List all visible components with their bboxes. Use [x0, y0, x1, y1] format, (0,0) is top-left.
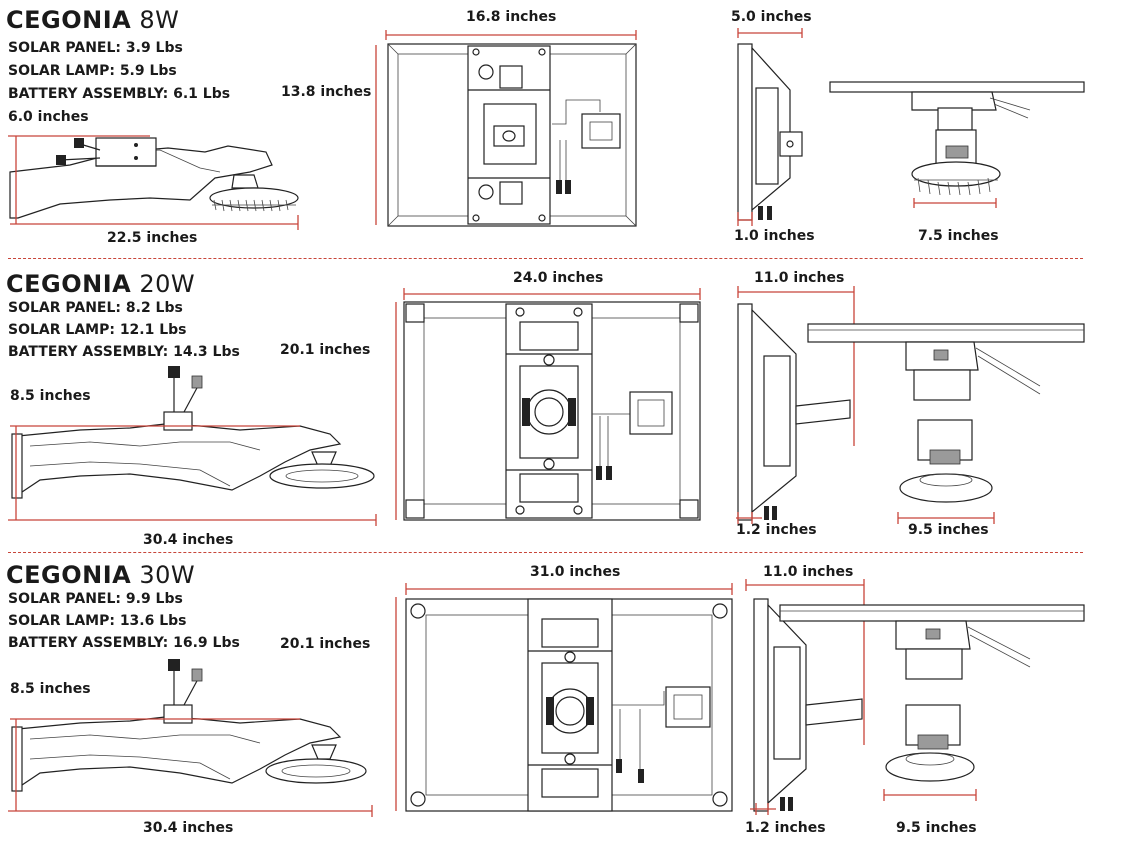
model-section-30w: CEGONIA 30W SOLAR PANEL: 9.9 Lbs SOLAR L… [0, 559, 1127, 849]
panel-width-label: 31.0 inches [530, 564, 621, 580]
lamp-length-label: 22.5 inches [107, 230, 198, 246]
spec-solar-lamp: SOLAR LAMP: 5.9 Lbs [8, 63, 177, 79]
head-width-label: 9.5 inches [908, 522, 989, 538]
lamp-side-view [8, 659, 373, 817]
lamp-side-view [8, 135, 299, 230]
lamp-height-label: 8.5 inches [10, 388, 91, 404]
spec-battery-assembly: BATTERY ASSEMBLY: 14.3 Lbs [8, 344, 240, 360]
side-thickness-label: 1.2 inches [745, 820, 826, 836]
panel-width-label: 16.8 inches [466, 9, 557, 25]
model-title: CEGONIA 20W [6, 270, 195, 298]
panel-height-label: 13.8 inches [281, 84, 372, 100]
brand-name: CEGONIA [6, 561, 132, 589]
lamp-head-view [829, 81, 1085, 208]
panel-front-view [375, 30, 637, 227]
side-thickness-label: 1.0 inches [734, 228, 815, 244]
head-width-label: 9.5 inches [896, 820, 977, 836]
panel-side-view [745, 579, 1085, 815]
panel-side-view [736, 286, 1085, 524]
technical-drawings-30w [8, 579, 1085, 817]
lamp-side-view [8, 366, 377, 526]
side-depth-label: 5.0 inches [731, 9, 812, 25]
panel-height-label: 20.1 inches [280, 636, 371, 652]
technical-drawings-20w [8, 286, 1085, 526]
lamp-height-label: 6.0 inches [8, 109, 89, 125]
spec-solar-panel: SOLAR PANEL: 9.9 Lbs [8, 591, 183, 607]
spec-solar-lamp: SOLAR LAMP: 13.6 Lbs [8, 613, 187, 629]
brand-name: CEGONIA [6, 6, 132, 34]
technical-drawings-8w [8, 28, 1085, 230]
lamp-head-view [897, 341, 1041, 524]
panel-width-label: 24.0 inches [513, 270, 604, 286]
panel-front-view [395, 288, 701, 521]
panel-front-view [395, 583, 733, 812]
wattage: 8W [139, 6, 180, 34]
head-width-label: 7.5 inches [918, 228, 999, 244]
brand-name: CEGONIA [6, 270, 132, 298]
spec-battery-assembly: BATTERY ASSEMBLY: 16.9 Lbs [8, 635, 240, 651]
section-divider [8, 258, 1083, 259]
spec-solar-lamp: SOLAR LAMP: 12.1 Lbs [8, 322, 187, 338]
model-section-8w: CEGONIA 8W SOLAR PANEL: 3.9 Lbs SOLAR LA… [0, 0, 1127, 290]
lamp-length-label: 30.4 inches [143, 532, 234, 548]
spec-battery-assembly: BATTERY ASSEMBLY: 6.1 Lbs [8, 86, 231, 102]
wattage: 30W [139, 561, 196, 589]
model-section-20w: CEGONIA 20W SOLAR PANEL: 8.2 Lbs SOLAR L… [0, 266, 1127, 556]
section-divider [8, 552, 1083, 553]
spec-solar-panel: SOLAR PANEL: 8.2 Lbs [8, 300, 183, 316]
lamp-height-label: 8.5 inches [10, 681, 91, 697]
lamp-length-label: 30.4 inches [143, 820, 234, 836]
spec-solar-panel: SOLAR PANEL: 3.9 Lbs [8, 40, 183, 56]
side-thickness-label: 1.2 inches [736, 522, 817, 538]
panel-side-view [737, 28, 803, 226]
side-depth-label: 11.0 inches [763, 564, 854, 580]
side-depth-label: 11.0 inches [754, 270, 845, 286]
panel-height-label: 20.1 inches [280, 342, 371, 358]
model-title: CEGONIA 30W [6, 561, 195, 589]
wattage: 20W [139, 270, 196, 298]
model-title: CEGONIA 8W [6, 6, 179, 34]
lamp-head-view [883, 620, 1031, 801]
